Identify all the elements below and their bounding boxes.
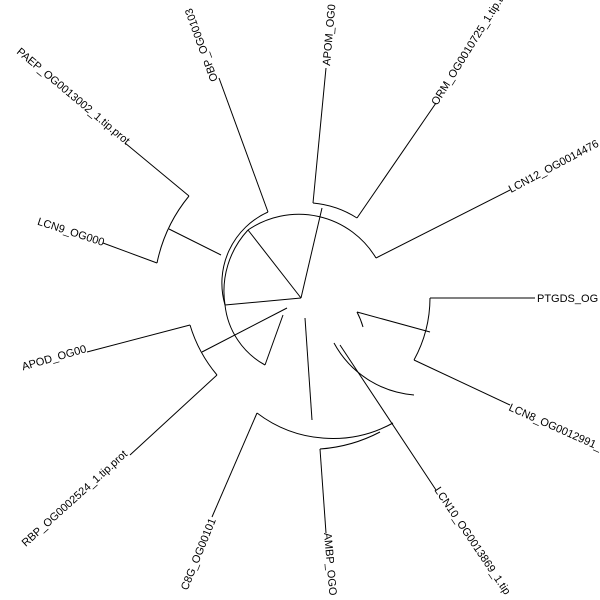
branch-obp	[218, 77, 269, 213]
leaf-labels: OBP_OG00103 APOM_OG0 ORM_OG0010725_1.tip…	[14, 0, 600, 597]
branch-paep	[124, 142, 190, 197]
branch-apod	[86, 324, 191, 353]
branch-paep-lcn9-arc	[156, 195, 190, 264]
leaf-label-ambp: AMBP_OGO	[321, 532, 338, 596]
branch-center-lower	[264, 314, 284, 366]
tree-branches	[86, 67, 535, 534]
leaf-label-lcn8: LCN8_OG0012991_	[507, 402, 600, 454]
branch-apom-orm-stem	[300, 207, 323, 299]
leaf-label-orm: ORM_OG0010725_1.tip.t	[429, 0, 505, 108]
branch-rbp	[129, 374, 218, 456]
branch-root-arc-left	[223, 229, 249, 306]
branch-root-arc	[247, 213, 377, 259]
leaf-label-lcn10: LCN10_OG0013869_1.tip	[432, 485, 513, 597]
branch-ptgds-arc	[356, 311, 364, 328]
branch-lcn10	[339, 344, 437, 491]
leaf-label-apom: APOM_OG0	[321, 4, 338, 67]
branch-ptgds-lcn8-arc	[413, 297, 431, 361]
branch-orm	[356, 102, 437, 219]
branch-ambp	[319, 448, 327, 534]
branch-lcn9	[102, 242, 158, 264]
branch-lcn8	[413, 359, 511, 406]
leaf-label-c8g: C8G_OG00101	[179, 517, 219, 592]
branch-lcn12	[375, 189, 511, 259]
branch-center-left	[224, 297, 302, 306]
branch-inner-arc-left	[221, 211, 269, 366]
leaf-label-apod: APOD_OG00	[20, 343, 87, 373]
branch-lcn8-arc	[333, 342, 415, 396]
branch-apom	[312, 67, 327, 204]
leaf-label-lcn9: LCN9_OG000	[36, 216, 106, 249]
branch-center-upper	[247, 229, 302, 299]
branch-apod-rbp-arc	[189, 324, 218, 376]
branch-paep-lcn9-stem	[168, 228, 222, 256]
leaf-label-paep: PAEP_OG0013002_1.tip.prot	[14, 46, 132, 147]
branch-c8g	[211, 412, 258, 518]
leaf-label-obp: OBP_OG00103	[183, 7, 221, 84]
branch-c8g-lower-arc	[256, 412, 394, 440]
leaf-label-lcn12: LCN12_OG0014476	[507, 138, 600, 196]
branch-lower-stem	[304, 317, 313, 421]
branch-apod-rbp-stem	[201, 307, 288, 353]
branch-ambp-lcn10-arc	[319, 431, 381, 450]
branch-apom-orm-arc	[312, 202, 358, 219]
leaf-label-ptgds: PTGDS_OG	[537, 293, 598, 305]
leaf-label-rbp: RBP_OG0002524_1.tip.prot	[20, 448, 130, 549]
branch-ptgds-stem	[356, 311, 431, 333]
